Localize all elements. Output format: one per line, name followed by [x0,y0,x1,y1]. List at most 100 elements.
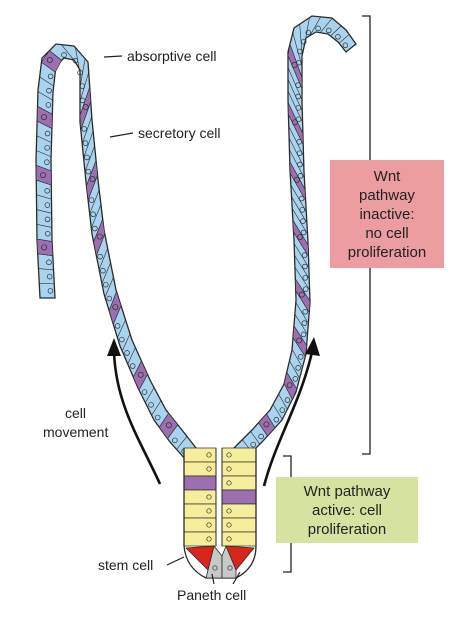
left-villus-nucleus [77,69,83,76]
right-villus-cell-boundary [289,149,305,179]
right-villus-secretory-cell [258,413,276,437]
paneth-cell-label: Paneth cell [177,587,246,603]
right-villus-nucleus [302,263,308,270]
right-villus-nucleus [301,320,308,326]
left-villus-nucleus [154,414,161,421]
left-villus-nucleus [44,145,50,151]
right-villus-cell-boundary [272,404,283,420]
left-villus-cell-boundary [127,347,136,365]
left-villus-nucleus [61,52,67,58]
paneth-leader-line-right [232,571,241,585]
left-villus-cell-boundary [91,204,102,229]
right-villus-cell-boundary [294,313,308,335]
left-villus-nucleus [72,57,79,64]
left-villus-secretory-nucleus [96,233,103,240]
left-villus-nucleus [97,253,103,260]
right-villus-secretory-nucleus [293,176,300,183]
right-villus-cell-boundary [294,266,310,291]
left-villus-cell-boundary [145,387,155,403]
right-movement-arrow [262,351,314,487]
right-villus-nucleus [302,309,308,315]
right-villus-nucleus [300,331,307,338]
right-villus-nucleus [295,93,301,100]
left-arrow-head [107,338,121,356]
crypt-left-nucleus [206,452,212,458]
right-villus-secretory-cell [292,220,309,258]
left-villus-nucleus [85,168,92,175]
right-villus-cell-boundary [291,196,308,223]
left-villus-secretory-cell [41,50,63,73]
right-villus-nucleus [335,34,341,40]
stem-cell-label: stem cell [98,557,153,573]
left-villus-cell-boundary [36,194,52,200]
left-villus-nucleus [81,126,87,132]
left-villus-nucleus [44,216,51,223]
paneth-nucleus [212,565,218,571]
left-villus-nucleus [124,350,130,356]
right-villus-nucleus [326,27,332,34]
right-villus-secretory-nucleus [286,382,293,389]
left-villus-nucleus [172,437,178,444]
left-villus-nucleus [46,273,53,280]
left-villus-nucleus [47,73,54,80]
crypt-right-nucleus [226,536,232,542]
left-villus-secretory-cell [93,218,106,257]
left-villus-cell-boundary [36,209,52,214]
right-villus-nucleus [296,59,302,66]
left-villus-nucleus [82,140,89,146]
right-villus-cell-boundary [345,43,357,53]
right-villus-nucleus [284,397,291,403]
wnt-active-box: Wnt pathway active: cell proliferation [276,477,418,543]
left-villus-secretory-nucleus [41,244,48,251]
secretory-leader-line [109,132,134,138]
left-villus-secretory-nucleus [165,422,172,429]
left-villus-nucleus [46,259,52,266]
right-arrow-head [305,337,320,356]
right-villus-cell-boundary [291,208,308,235]
crypt-right-nucleus [226,522,232,528]
paneth-cell-right [221,544,237,579]
left-villus-cell-boundary [83,131,94,158]
left-villus-secretory-cell [35,164,52,186]
right-villus-cell-boundary [288,137,305,168]
left-villus-nucleus [90,211,96,218]
right-villus-nucleus [258,433,264,440]
right-villus-nucleus [295,105,302,111]
right-villus-nucleus [300,218,306,224]
left-villus-nucleus [84,154,90,161]
crypt-right-cell [221,489,257,505]
right-villus-nucleus [297,173,304,179]
right-villus-secretory-cell [292,324,307,358]
inactive-box-line5: proliferation [347,243,427,261]
right-villus-cell-boundary [338,34,350,44]
active-box-line3: proliferation [307,520,387,538]
crypt-left-cell [183,475,217,491]
left-villus [35,43,197,461]
right-villus-nucleus [297,48,303,55]
right-villus-nucleus [300,229,307,236]
right-villus-secretory-nucleus [291,119,298,126]
right-villus-cell-boundary [294,255,310,279]
right-villus-secretory-cell [287,102,304,145]
right-villus-secretory-cell [294,277,311,314]
left-villus-secretory-cell [108,290,122,326]
left-villus-secretory-nucleus [89,176,96,183]
left-villus-cell-boundary [37,91,53,101]
cell-movement-label-line1: cell [65,405,86,421]
crypt-right-nucleus [226,452,232,458]
inactive-box-line4: no cell [365,224,409,242]
left-villus-epithelium [35,43,197,461]
left-villus-secretory-cell [86,160,98,200]
inactive-box-line3: inactive: [359,205,415,223]
left-villus-cell-boundary [61,44,75,61]
crypt-left-nucleus [206,522,212,528]
left-villus-cell-boundary [121,333,131,352]
right-villus-nucleus [295,365,301,371]
left-villus-nucleus [46,87,52,94]
left-villus-nucleus [100,267,106,274]
inactive-box-line1: Wnt [373,167,401,185]
crypt-left-nucleus [206,508,212,514]
crypt [183,447,257,579]
cell-movement-arrows [112,351,314,487]
left-villus-secretory-nucleus [46,57,53,64]
